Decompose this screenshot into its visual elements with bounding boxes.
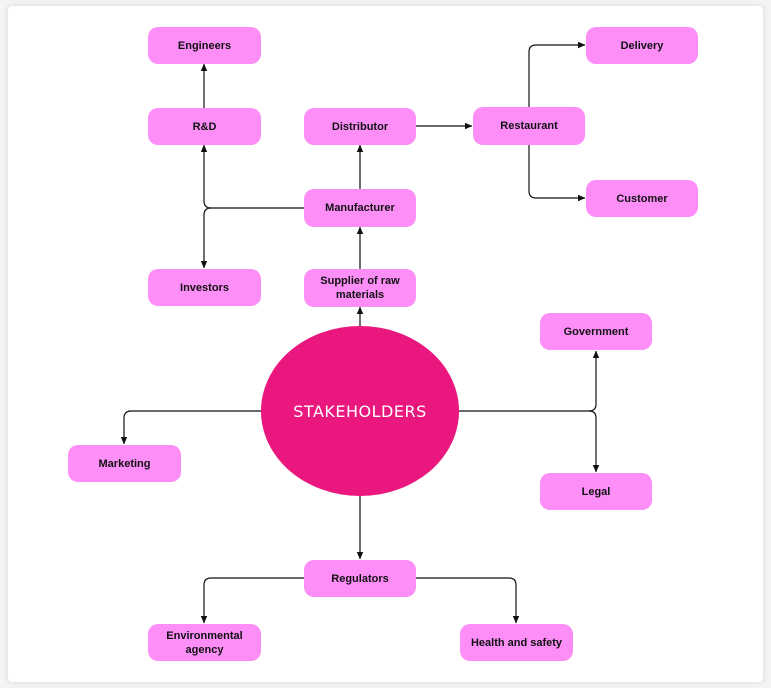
node-restaurant: Restaurant (473, 107, 585, 145)
edge-stakeholders-marketing (120, 410, 261, 445)
node-rnd: R&D (148, 108, 261, 145)
edge-stakeholders-right (459, 403, 597, 412)
edge-regulators-health (416, 577, 520, 624)
node-customer: Customer (586, 180, 698, 217)
node-health-and-safety: Health and safety (460, 624, 573, 661)
stakeholders-center: STAKEHOLDERS (261, 326, 459, 496)
node-delivery: Delivery (586, 27, 698, 64)
node-supplier: Supplier of raw materials (304, 269, 416, 307)
node-marketing: Marketing (68, 445, 181, 482)
node-environmental-agency: Environmental agency (148, 624, 261, 661)
node-government: Government (540, 313, 652, 350)
edge-manufacturer-investors (200, 207, 212, 269)
node-regulators: Regulators (304, 560, 416, 597)
node-distributor: Distributor (304, 108, 416, 145)
edge-restaurant-customer (528, 145, 586, 202)
node-manufacturer: Manufacturer (304, 189, 416, 227)
node-investors: Investors (148, 269, 261, 306)
node-legal: Legal (540, 473, 652, 510)
edge-regulators-environmental (200, 577, 304, 624)
edge-manufacturer-rnd (200, 144, 304, 209)
node-engineers: Engineers (148, 27, 261, 64)
edge-stakeholders-legal (588, 410, 600, 473)
edge-restaurant-delivery (528, 41, 586, 107)
